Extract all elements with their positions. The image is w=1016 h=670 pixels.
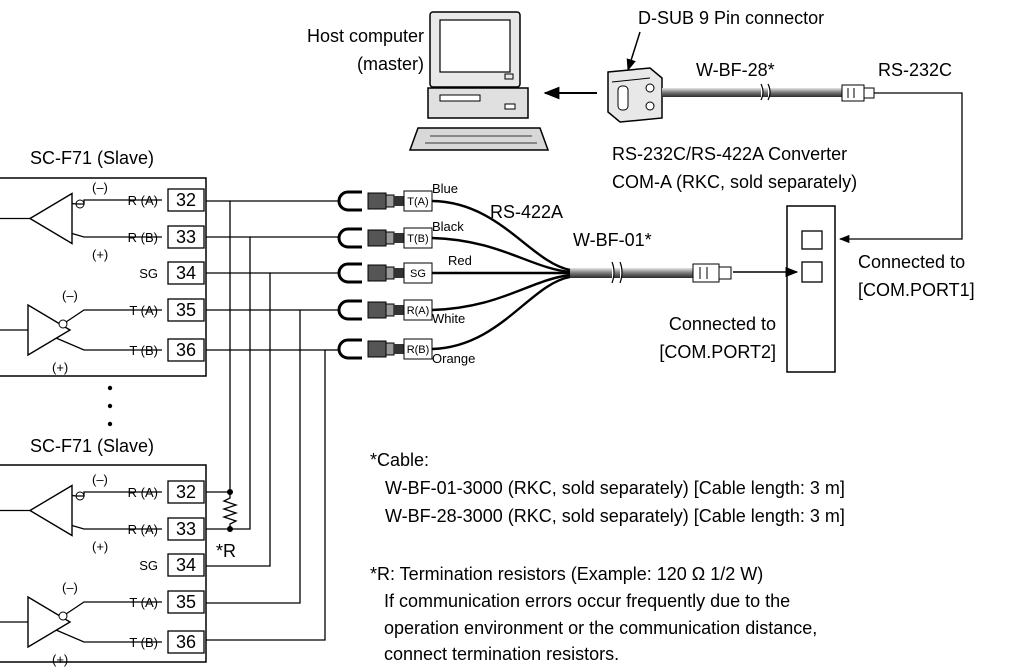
- cable-note-line2: W-BF-28-3000 (RKC, sold separately) [Cab…: [385, 506, 845, 526]
- terminal-number: 35: [176, 592, 196, 612]
- terminal-box: [167, 480, 205, 504]
- wire-color-label: Red: [448, 253, 472, 268]
- terminal-box: [167, 553, 205, 577]
- terminal-box: [167, 261, 205, 285]
- cable-leads: [431, 199, 571, 351]
- r-note-line2: If communication errors occur frequently…: [384, 591, 790, 611]
- cable-note-title: *Cable:: [370, 450, 429, 470]
- bus-wires: [206, 200, 340, 641]
- cable-w-bf-28: [662, 88, 842, 97]
- host-computer-icon: [408, 11, 550, 151]
- terminal-box: [167, 298, 205, 322]
- r-note-line4: connect termination resistors.: [384, 644, 619, 664]
- terminal-number: 34: [176, 263, 196, 283]
- terminal-number: 33: [176, 227, 196, 247]
- polarity-plus: (+): [52, 652, 68, 667]
- lug-2: SG Red: [337, 253, 472, 284]
- termination-resistor-icon: [221, 489, 239, 532]
- lug-4: R(B)Orange: [337, 338, 475, 366]
- driver-amp-icon: [27, 595, 72, 649]
- terminal-box: [167, 630, 205, 654]
- terminal-box: [167, 225, 205, 249]
- converter-line1: RS-232C/RS-422A Converter: [612, 144, 847, 164]
- terminal-name: SG: [139, 266, 158, 281]
- lug-tag: R(B): [407, 344, 430, 356]
- terminal-number: 34: [176, 555, 196, 575]
- terminal-number: 32: [176, 482, 196, 502]
- slave2-title: SC-F71 (Slave): [30, 436, 154, 456]
- terminal-number: 36: [176, 340, 196, 360]
- rs232c-label: RS-232C: [878, 60, 952, 80]
- connector-pointer: [626, 31, 641, 72]
- port2-line2: [COM.PORT2]: [659, 342, 776, 362]
- cable-note-line1: W-BF-01-3000 (RKC, sold separately) [Cab…: [385, 478, 845, 498]
- host-label-line1: Host computer: [307, 26, 424, 46]
- host-label-line2: (master): [357, 54, 424, 74]
- port2-line1: Connected to: [669, 314, 776, 334]
- terminal-box: [167, 590, 205, 614]
- lug-tag: T(A): [407, 196, 428, 208]
- resistor-label: *R: [216, 541, 236, 561]
- port1-line2: [COM.PORT1]: [858, 280, 975, 300]
- polarity-plus: (+): [52, 360, 68, 375]
- receiver-amp-icon: [28, 192, 73, 245]
- rs422a-label: RS-422A: [490, 202, 563, 222]
- cable-mid-label: W-BF-01*: [573, 230, 652, 250]
- rj-plug-mid-icon: [692, 263, 732, 283]
- converter-box: [786, 205, 836, 373]
- slave2-frame: [0, 464, 207, 663]
- terminal-name: SG: [139, 558, 158, 573]
- lug-3: R(A)White: [337, 299, 465, 326]
- converter-line2: COM-A (RKC, sold separately): [612, 172, 857, 192]
- wire-color-label: Orange: [432, 351, 475, 366]
- com-port2-socket: [801, 261, 823, 283]
- rj-plug-top-icon: [841, 84, 875, 102]
- r-note-line1: *R: Termination resistors (Example: 120 …: [370, 564, 763, 584]
- lug-tag: T(B): [407, 233, 428, 245]
- lug-1: T(B) Black: [337, 219, 464, 249]
- polarity-minus: (–): [62, 288, 78, 303]
- terminal-box: [167, 188, 205, 212]
- lug-tag: R(A): [407, 305, 430, 317]
- terminal-box: [167, 517, 205, 541]
- terminal-box: [167, 338, 205, 362]
- com-port1-socket: [801, 230, 823, 250]
- connector-label: D-SUB 9 Pin connector: [638, 8, 824, 28]
- dsub-connector-icon: [607, 67, 663, 123]
- cable-top-label: W-BF-28*: [696, 60, 775, 80]
- slave1-frame: [0, 177, 207, 377]
- terminal-number: 33: [176, 519, 196, 539]
- receiver-amp-icon: [28, 484, 73, 537]
- driver-amp-icon: [27, 303, 72, 357]
- wire-color-label: Blue: [432, 181, 458, 196]
- polarity-plus: (+): [92, 539, 108, 554]
- polarity-minus: (–): [92, 472, 108, 487]
- r-note-line3: operation environment or the communicati…: [384, 618, 817, 638]
- lug-tag: SG: [410, 268, 426, 280]
- lug-0: T(A) Blue: [337, 181, 458, 212]
- terminal-number: 35: [176, 300, 196, 320]
- slave1-title: SC-F71 (Slave): [30, 148, 154, 168]
- wire-color-label: White: [432, 311, 465, 326]
- terminal-number: 32: [176, 190, 196, 210]
- polarity-plus: (+): [92, 247, 108, 262]
- cable-w-bf-01: [568, 268, 693, 278]
- terminal-number: 36: [176, 632, 196, 652]
- polarity-minus: (–): [62, 580, 78, 595]
- polarity-minus: (–): [92, 180, 108, 195]
- wire-color-label: Black: [432, 219, 464, 234]
- port1-line1: Connected to: [858, 252, 965, 272]
